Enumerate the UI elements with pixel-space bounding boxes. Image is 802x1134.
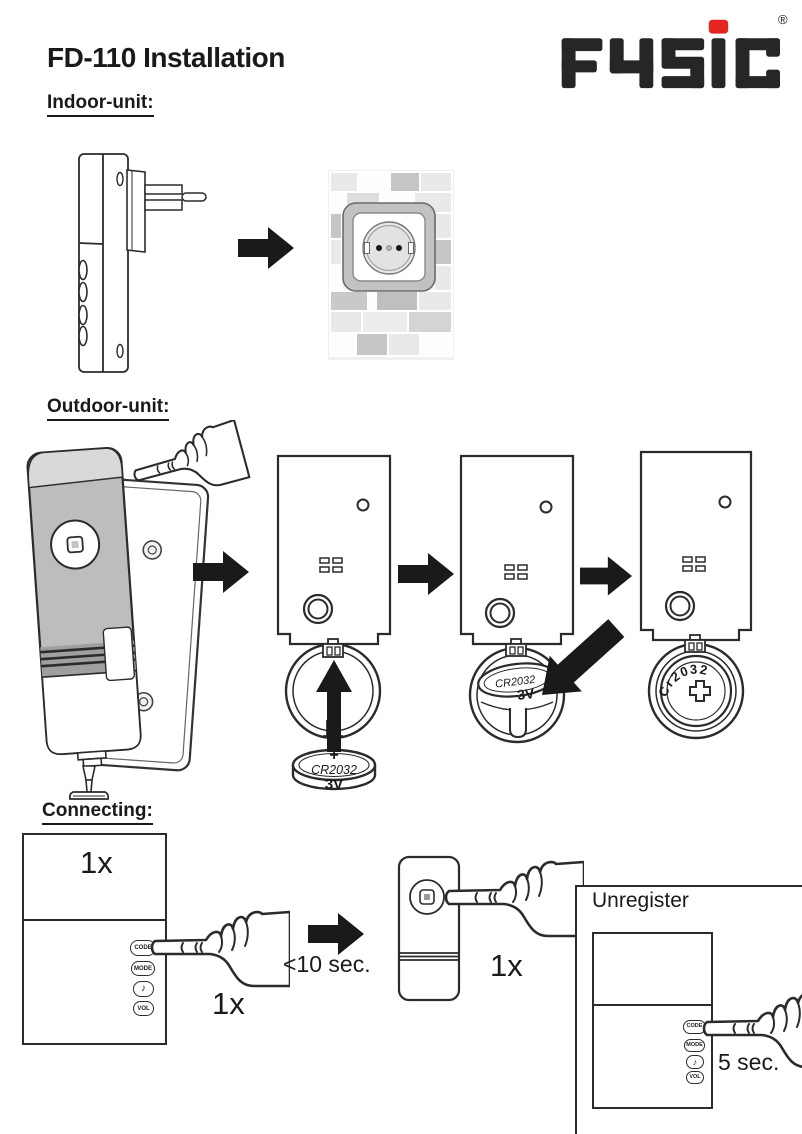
side-buttons xyxy=(78,259,88,347)
mounting-hole xyxy=(718,495,732,509)
wall-socket-drawing xyxy=(328,170,454,360)
socket-clip xyxy=(364,242,370,254)
battery-model: CR2032 xyxy=(494,674,536,691)
code-press-count-label: 1x xyxy=(212,986,245,1021)
section-heading-outdoor: Outdoor-unit: xyxy=(47,396,170,421)
arrow-right-icon xyxy=(308,913,364,955)
battery-panel-insert-drawing: + CR2032 3V xyxy=(276,454,392,793)
arrow-right-icon xyxy=(238,227,294,269)
mode-button: MODE xyxy=(684,1039,705,1052)
melody-button: ♪ xyxy=(133,981,154,997)
arrow-right-icon xyxy=(580,556,632,596)
dip-switches xyxy=(319,557,343,573)
arrow-right-icon xyxy=(398,553,454,595)
melody-button: ♪ xyxy=(686,1055,704,1069)
page-title: FD-110 Installation xyxy=(47,42,285,73)
volume-button: VOL xyxy=(686,1071,704,1084)
name-plate xyxy=(41,669,142,755)
battery-polarity: + xyxy=(329,747,338,764)
fysic-logo xyxy=(561,19,780,89)
dip-switches xyxy=(682,556,706,572)
logo-red-dot xyxy=(708,19,729,34)
plug-prong-top xyxy=(144,184,183,195)
battery-voltage: 3V xyxy=(516,685,536,703)
doorbell-front-drawing xyxy=(397,855,461,1002)
unregister-hold-label: 5 sec. xyxy=(718,1049,780,1075)
chime-plays-label: 1x xyxy=(80,845,113,880)
battery-panel-installed-drawing: Cr2032 xyxy=(639,450,753,740)
dip-switches xyxy=(504,564,528,580)
socket-clip xyxy=(408,242,414,254)
plug-pin xyxy=(181,192,207,202)
registered-mark: ® xyxy=(778,12,788,27)
mode-button: MODE xyxy=(131,961,155,976)
socket-screw xyxy=(386,245,392,251)
code-button: CODE xyxy=(130,940,156,956)
screw-hole xyxy=(116,171,124,187)
holder-clip xyxy=(505,638,527,657)
battery-voltage: 3V xyxy=(325,776,343,793)
battery-plus xyxy=(689,680,711,702)
screw-hole xyxy=(116,343,124,359)
arrow-right-icon xyxy=(193,551,249,593)
battery-model: CR2032 xyxy=(311,763,357,777)
wall-tiles xyxy=(329,171,453,357)
unregister-title: Unregister xyxy=(592,889,689,912)
plug-collar xyxy=(126,169,146,253)
socket-hole xyxy=(376,245,382,251)
insert-arrow-icon xyxy=(316,660,352,752)
volume-button: VOL xyxy=(133,1001,154,1016)
pressing-hand-icon xyxy=(150,910,290,988)
mounting-hole xyxy=(539,500,553,514)
holder-clip xyxy=(322,638,344,658)
chime-divider xyxy=(24,919,165,921)
outdoor-unit-removal-drawing xyxy=(26,420,251,800)
mounting-hole xyxy=(356,498,370,512)
section-heading-connecting: Connecting: xyxy=(42,800,153,825)
battery-cr2032: + CR2032 3V xyxy=(291,747,377,793)
plug-prong-bottom xyxy=(144,199,183,211)
front-unit xyxy=(26,446,142,768)
holder-clip xyxy=(684,634,706,653)
chime-divider xyxy=(594,1004,711,1006)
indoor-unit-side-drawing xyxy=(78,153,207,373)
pressing-hand-icon xyxy=(444,860,584,938)
battery-panel-press-drawing: CR2032 3V xyxy=(459,454,625,744)
socket-hole xyxy=(396,245,402,251)
press-arrow-icon xyxy=(542,619,625,695)
screwdriver-icon xyxy=(68,765,110,800)
section-heading-indoor: Indoor-unit: xyxy=(47,92,154,117)
time-window-label: <10 sec. xyxy=(283,951,371,977)
bell-press-count-label: 1x xyxy=(490,948,523,983)
socket xyxy=(342,202,436,292)
